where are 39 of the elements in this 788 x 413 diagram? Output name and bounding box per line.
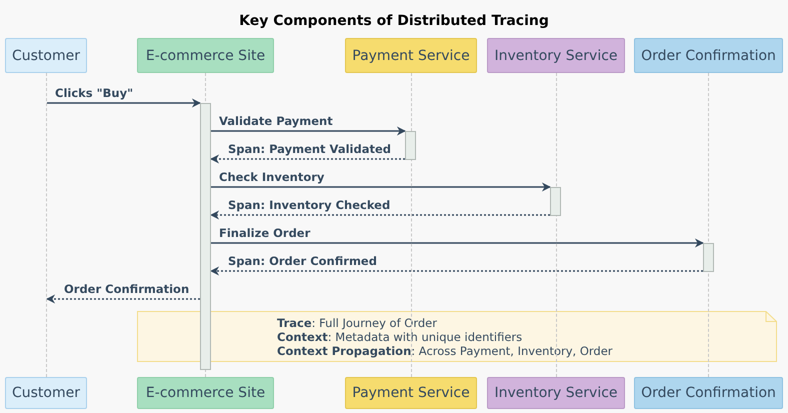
note-text: Context: Metadata with unique identifiers bbox=[277, 330, 524, 344]
participant-box: E-commerce Site bbox=[137, 377, 274, 409]
participant-box: Payment Service bbox=[345, 38, 477, 73]
message-label: Order Confirmation bbox=[63, 283, 190, 296]
participant-box: Inventory Service bbox=[487, 377, 625, 409]
lifeline bbox=[46, 73, 47, 377]
message-arrow bbox=[210, 210, 550, 220]
note bbox=[137, 311, 777, 362]
participant-box: Customer bbox=[5, 377, 87, 409]
lifeline bbox=[411, 73, 412, 377]
message-label: Clicks "Buy" bbox=[54, 87, 134, 100]
message-arrow bbox=[46, 294, 200, 304]
message-label: Validate Payment bbox=[218, 115, 334, 128]
message-arrow bbox=[211, 182, 551, 192]
activation-bar bbox=[200, 103, 211, 370]
message-arrow bbox=[47, 98, 201, 108]
message-arrow bbox=[211, 126, 406, 136]
participant-box: Order Confirmation bbox=[634, 38, 783, 73]
participant-box: E-commerce Site bbox=[137, 38, 274, 73]
activation-bar bbox=[703, 243, 714, 272]
message-label: Span: Inventory Checked bbox=[227, 199, 392, 212]
message-label: Finalize Order bbox=[218, 227, 312, 240]
activation-bar bbox=[405, 131, 416, 160]
note-text: Trace: Full Journey of Order bbox=[277, 316, 438, 330]
participant-box: Inventory Service bbox=[487, 38, 625, 73]
lifeline bbox=[708, 73, 709, 377]
note-text: Context Propagation: Across Payment, Inventory, Order bbox=[277, 344, 613, 358]
participant-box: Payment Service bbox=[345, 377, 477, 409]
message-label: Span: Order Confirmed bbox=[227, 255, 378, 268]
participant-box: Order Confirmation bbox=[634, 377, 783, 409]
diagram-title: Key Components of Distributed Tracing bbox=[238, 13, 550, 29]
message-arrow bbox=[210, 266, 703, 276]
message-arrow bbox=[211, 238, 704, 248]
activation-bar bbox=[550, 187, 561, 216]
message-arrow bbox=[210, 154, 405, 164]
participant-box: Customer bbox=[5, 38, 87, 73]
message-label: Span: Payment Validated bbox=[227, 143, 392, 156]
message-label: Check Inventory bbox=[218, 171, 326, 184]
lifeline bbox=[556, 73, 557, 377]
